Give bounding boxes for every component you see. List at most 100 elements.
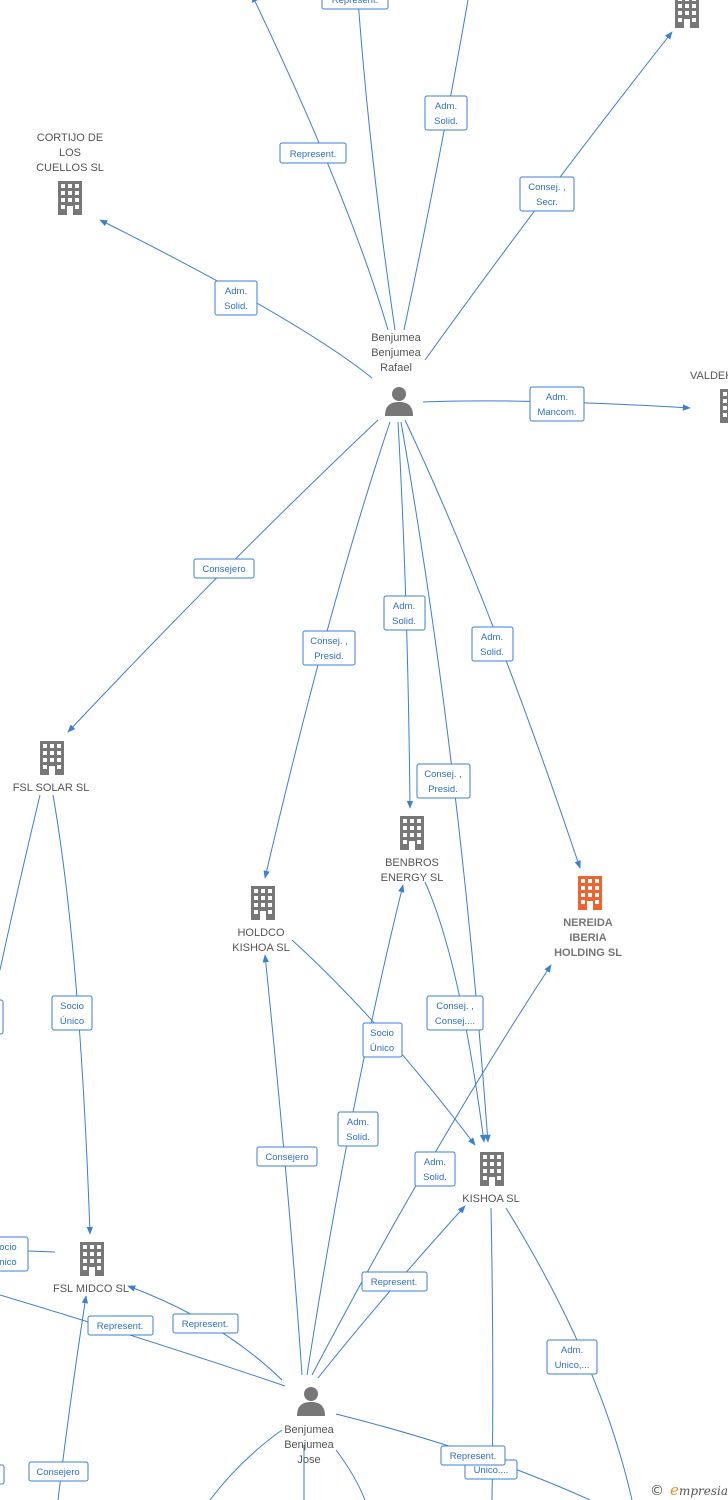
edge-jose-kishoa	[317, 1205, 466, 1379]
edge-label-clipped-left-2	[0, 1464, 5, 1485]
text-line: Solid.	[224, 301, 248, 312]
edge-jose-left	[0, 1294, 286, 1387]
svg-text:Consejero: Consejero	[36, 1467, 79, 1478]
edge-label-adm-unico[interactable]: Adm.Unico,...	[546, 1339, 598, 1375]
text-line: FSL SOLAR SL	[13, 782, 90, 794]
edge-label-adm-solid-top[interactable]: Adm.Solid.	[424, 95, 468, 131]
edge-rafael-top-center	[357, 0, 396, 331]
text-line: Unico,...	[555, 1360, 590, 1371]
text-line: Consejero	[36, 1467, 79, 1478]
edge-label-represent-jose-kishoa[interactable]: Represent.	[361, 1271, 428, 1292]
text-line: Represent.	[97, 1321, 143, 1332]
text-line: Adm.	[424, 1157, 446, 1168]
svg-text:Represent.: Represent.	[450, 1451, 496, 1462]
edge-label-consej-consej[interactable]: Consej. ,Consej....	[426, 995, 484, 1031]
edge-jose-bottom-center-right	[335, 1449, 366, 1500]
text-line: Solid.	[480, 647, 504, 658]
building-icon	[251, 886, 275, 920]
edge-benbros-kishoa	[424, 881, 487, 1143]
svg-text:Consejero: Consejero	[202, 564, 245, 575]
edge-jose-bottom-left	[209, 1429, 283, 1500]
edge-label-consej-presid-holdco[interactable]: Consej. ,Presid.	[302, 630, 356, 666]
building-icon	[400, 816, 424, 850]
building-icon	[578, 876, 602, 910]
edge-label-adm-solid-benbros[interactable]: Adm.Solid.	[383, 595, 426, 631]
text-line: Represent.	[450, 1451, 496, 1462]
person-icon	[297, 1387, 325, 1416]
node-fsl-midco[interactable]: FSL MIDCO SL	[53, 1242, 129, 1295]
text-line: Presid.	[428, 784, 458, 795]
node-valdeh[interactable]: VALDEH	[690, 370, 728, 423]
text-line: Mancom.	[537, 407, 576, 418]
edge-label-consejero-bottom[interactable]: Consejero	[28, 1461, 89, 1482]
text-line: ocio	[0, 1242, 17, 1253]
edge-rafael-top-right	[403, 0, 469, 331]
edge-label-adm-solid-jose-nereida[interactable]: Adm.Solid.	[414, 1151, 456, 1187]
edge-fsl-solar-left	[0, 794, 41, 971]
text-line: Unico....	[474, 1465, 509, 1476]
node-fsl-solar[interactable]: FSL SOLAR SL	[13, 741, 90, 794]
edge-label-adm-solid-jose-benbros[interactable]: Adm.Solid.	[337, 1111, 379, 1147]
text-line: FSL MIDCO SL	[53, 1283, 129, 1295]
node-label: VALDEH	[690, 370, 728, 382]
text-line: Consejero	[265, 1152, 308, 1163]
svg-text:Represent.: Represent.	[371, 1277, 417, 1288]
edge-label-represent-left[interactable]: Represent.	[87, 1315, 154, 1336]
text-line: Benjumea	[284, 1439, 334, 1451]
edge-label-adm-mancom[interactable]: Adm.Mancom.	[529, 386, 585, 422]
text-line: KISHOA SL	[462, 1193, 519, 1205]
node-kishoa[interactable]: KISHOA SL	[462, 1152, 520, 1205]
building-icon	[40, 741, 64, 775]
edge-label-represent-bottom[interactable]: Represent.	[440, 1445, 506, 1466]
edge-label-adm-solid-nereida[interactable]: Adm. Solid.	[471, 626, 514, 662]
edge-label-represent-top[interactable]: Represent.	[321, 0, 389, 10]
text-line: Consej....	[435, 1016, 475, 1027]
svg-text:Adm.Solid.: Adm.Solid.	[392, 601, 416, 627]
text-line: Adm.	[481, 632, 503, 643]
edge-rafael-nereida	[404, 419, 581, 869]
svg-text:Adm.Solid.: Adm.Solid.	[423, 1157, 447, 1183]
node-label: FSL MIDCO SL	[53, 1283, 129, 1295]
text-line: Consej. ,	[424, 769, 462, 780]
edge-label-adm-solid-cortijo[interactable]: Adm.Solid.	[214, 280, 258, 316]
edge-label-represent-rafael[interactable]: Represent.	[279, 142, 347, 164]
svg-text:Consej. ,Presid.: Consej. , Presid.	[424, 769, 462, 795]
edge-fsl-solar-midco	[52, 794, 93, 1235]
text-line: CORTIJO DE	[37, 132, 103, 144]
building-icon	[58, 181, 82, 215]
edge-label-represent-jose-midco[interactable]: Represent.	[172, 1313, 239, 1334]
edge-label-consej-secr[interactable]: Consej. ,Secr.	[519, 176, 575, 212]
edge-label-consej-presid-kishoa[interactable]: Consej. , Presid.	[416, 763, 471, 799]
text-line: Único	[60, 1016, 84, 1027]
edge-label-consejero-jose-holdco[interactable]: Consejero	[256, 1146, 318, 1167]
edge-rafael-holdco	[263, 421, 391, 879]
empresia-watermark: © e mpresia	[650, 1481, 728, 1499]
edge-label-consejero-fsl-solar[interactable]: Consejero	[193, 558, 255, 579]
svg-text:Adm.Unico,...: Adm.Unico,...	[555, 1345, 590, 1371]
brand-name: mpresia	[679, 1484, 728, 1498]
svg-text:Represent.: Represent.	[332, 0, 378, 6]
svg-text:Consej. ,Consej....: Consej. ,Consej....	[435, 1001, 475, 1027]
svg-text:Represent.: Represent.	[97, 1321, 143, 1332]
text-line: Represent.	[332, 0, 378, 6]
svg-text:Unico....: Unico....	[474, 1465, 509, 1476]
text-line: IBERIA	[569, 932, 606, 944]
text-line: Solid.	[392, 616, 416, 627]
text-line: Consej. ,	[310, 636, 348, 647]
text-line: HOLDCO	[237, 927, 285, 939]
node-top-company[interactable]	[675, 0, 699, 28]
